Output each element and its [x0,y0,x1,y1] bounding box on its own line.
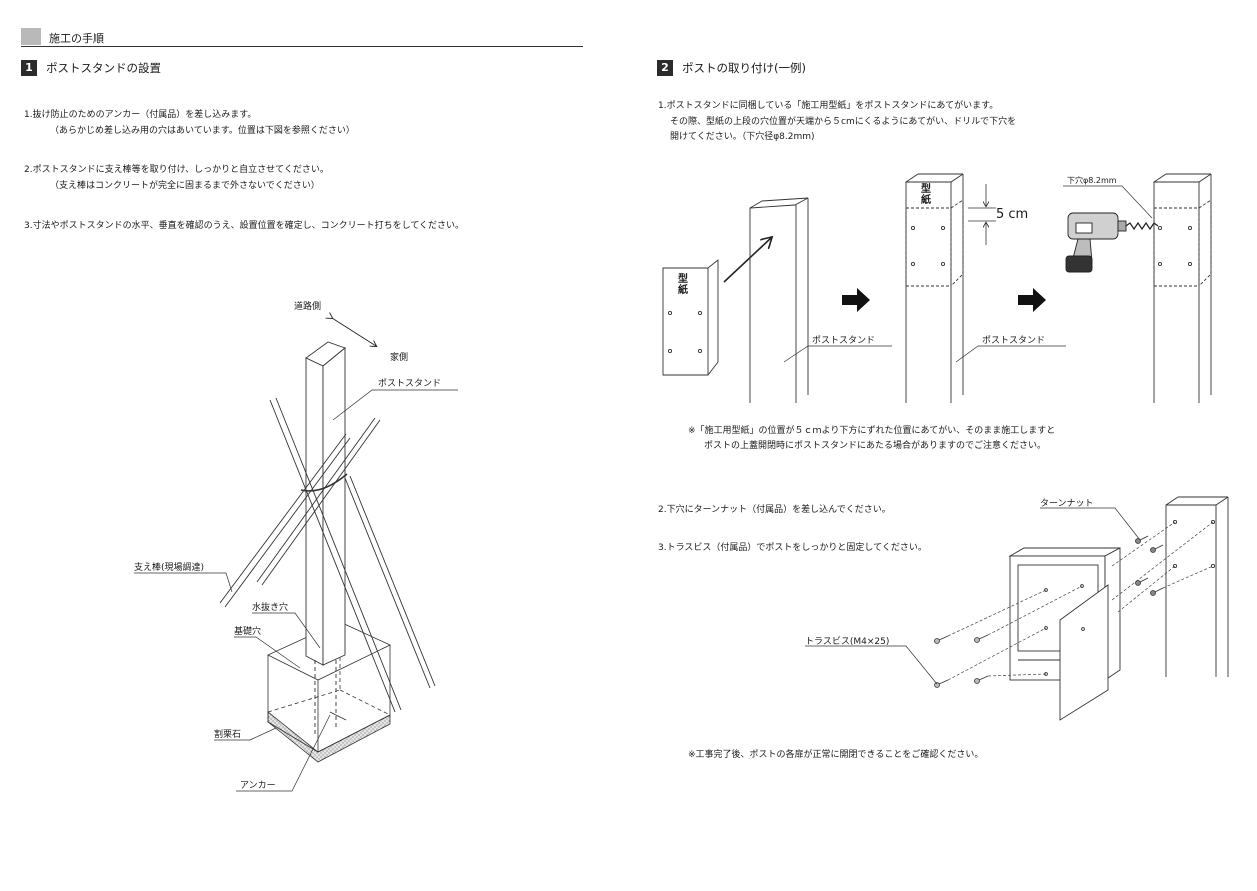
section-header-bar [21,28,41,45]
post-label-leader-1 [783,345,892,363]
crushed-stone [267,711,391,763]
label-post-stand: ポストスタンド [378,379,442,389]
apply-arrow [723,238,771,283]
post-column-1 [749,197,809,403]
label-anchor: アンカー [240,781,276,791]
step2-intro-line2: その際、型紙の上段の穴位置が天端から５cmにくるようにあてがい、ドリルで下穴を [670,117,1017,127]
step2-intro-line3: 開けてください。（下穴径φ8.2mm) [670,132,815,142]
next-arrow-1 [842,288,870,312]
caution-note-line1: ※「施工用型紙」の位置が５ｃｍより下方にずれた位置にあてがい、そのまま施工します… [688,426,1056,436]
truss-screws [934,634,989,688]
section-title: 施工の手順 [49,32,104,45]
next-arrow-2 [1018,288,1046,312]
post-label-leader-2 [955,345,1066,363]
label-turn-nut: ターンナット [1040,499,1094,509]
mailbox [1008,547,1121,721]
step1-item1-line2: （あらかじめ差し込み用の穴はあいています。位置は下図を参照ください） [50,126,355,136]
label-truss-screw: トラスビス(M4×25) [805,637,890,647]
turn-nut-leader [1040,507,1141,541]
label-template-1: 型紙 [678,274,688,296]
post-stand [305,341,347,735]
section-header: 施工の手順 [21,28,583,47]
support-poles [219,397,436,713]
step2-item2: 2.下穴にターンナット（付属品）を差し込んでください。 [658,505,891,515]
post-column-2 [905,173,964,403]
direction-arrow [332,318,376,346]
turn-nuts [1135,535,1164,596]
step1-item1-line1: 1.抜け防止のためのアンカー（付属品）を差し込みます。 [24,110,257,120]
assembly-post [1165,496,1229,677]
step1-title: ポストスタンドの設置 [46,61,161,75]
alignment-lines [947,521,1214,681]
label-post-stand-1: ポストスタンド [812,336,876,346]
step1-item2-line1: 2.ポストスタンドに支え棒等を取り付け、しっかりと自立させてください。 [24,165,329,175]
label-foundation-hole: 基礎穴 [234,627,262,637]
template-sheet-1 [662,259,719,376]
step2-badge: 2 [657,60,673,76]
left-leader-lines [134,389,458,792]
drill-icon [1065,212,1159,273]
dimension-marker [968,184,996,245]
step1-badge: 1 [21,60,37,76]
final-note: ※工事完了後、ポストの各扉が正常に開閉できることをご確認ください。 [688,750,984,760]
post-column-3 [1153,173,1212,403]
label-pilot-hole: 下穴φ8.2mm [1067,176,1117,185]
step1-item3-line1: 3.寸法やポストスタンドの水平、垂直を確認のうえ、設置位置を確定し、コンクリート… [24,221,465,231]
label-dimension: 5 cm [996,207,1029,222]
label-house-side: 家側 [390,353,409,363]
label-support-pole: 支え棒(現場調達) [134,563,205,573]
step1-item2-line2: （支え棒はコンクリートが完全に固まるまで外さないでください） [50,181,320,191]
label-template-2: 型紙 [921,184,931,206]
label-road-side: 道路側 [294,302,322,312]
pilot-hole-leader [1063,185,1153,219]
step2-item3: 3.トラスビス（付属品）でポストをしっかりと固定してください。 [658,543,927,553]
label-crushed-stone: 割栗石 [214,730,242,740]
label-drain-hole: 水抜き穴 [252,603,289,613]
step2-intro-line1: 1.ポストスタンドに同梱している「施工用型紙」をポストスタンドにあてがいます。 [658,101,999,111]
step2-title: ポストの取り付け(一例) [682,61,806,75]
label-post-stand-2: ポストスタンド [982,336,1046,346]
caution-note-line2: ポストの上蓋開閉時にポストスタンドにあたる場合がありますのでご注意ください。 [704,441,1047,451]
truss-screw-leader [805,645,938,685]
